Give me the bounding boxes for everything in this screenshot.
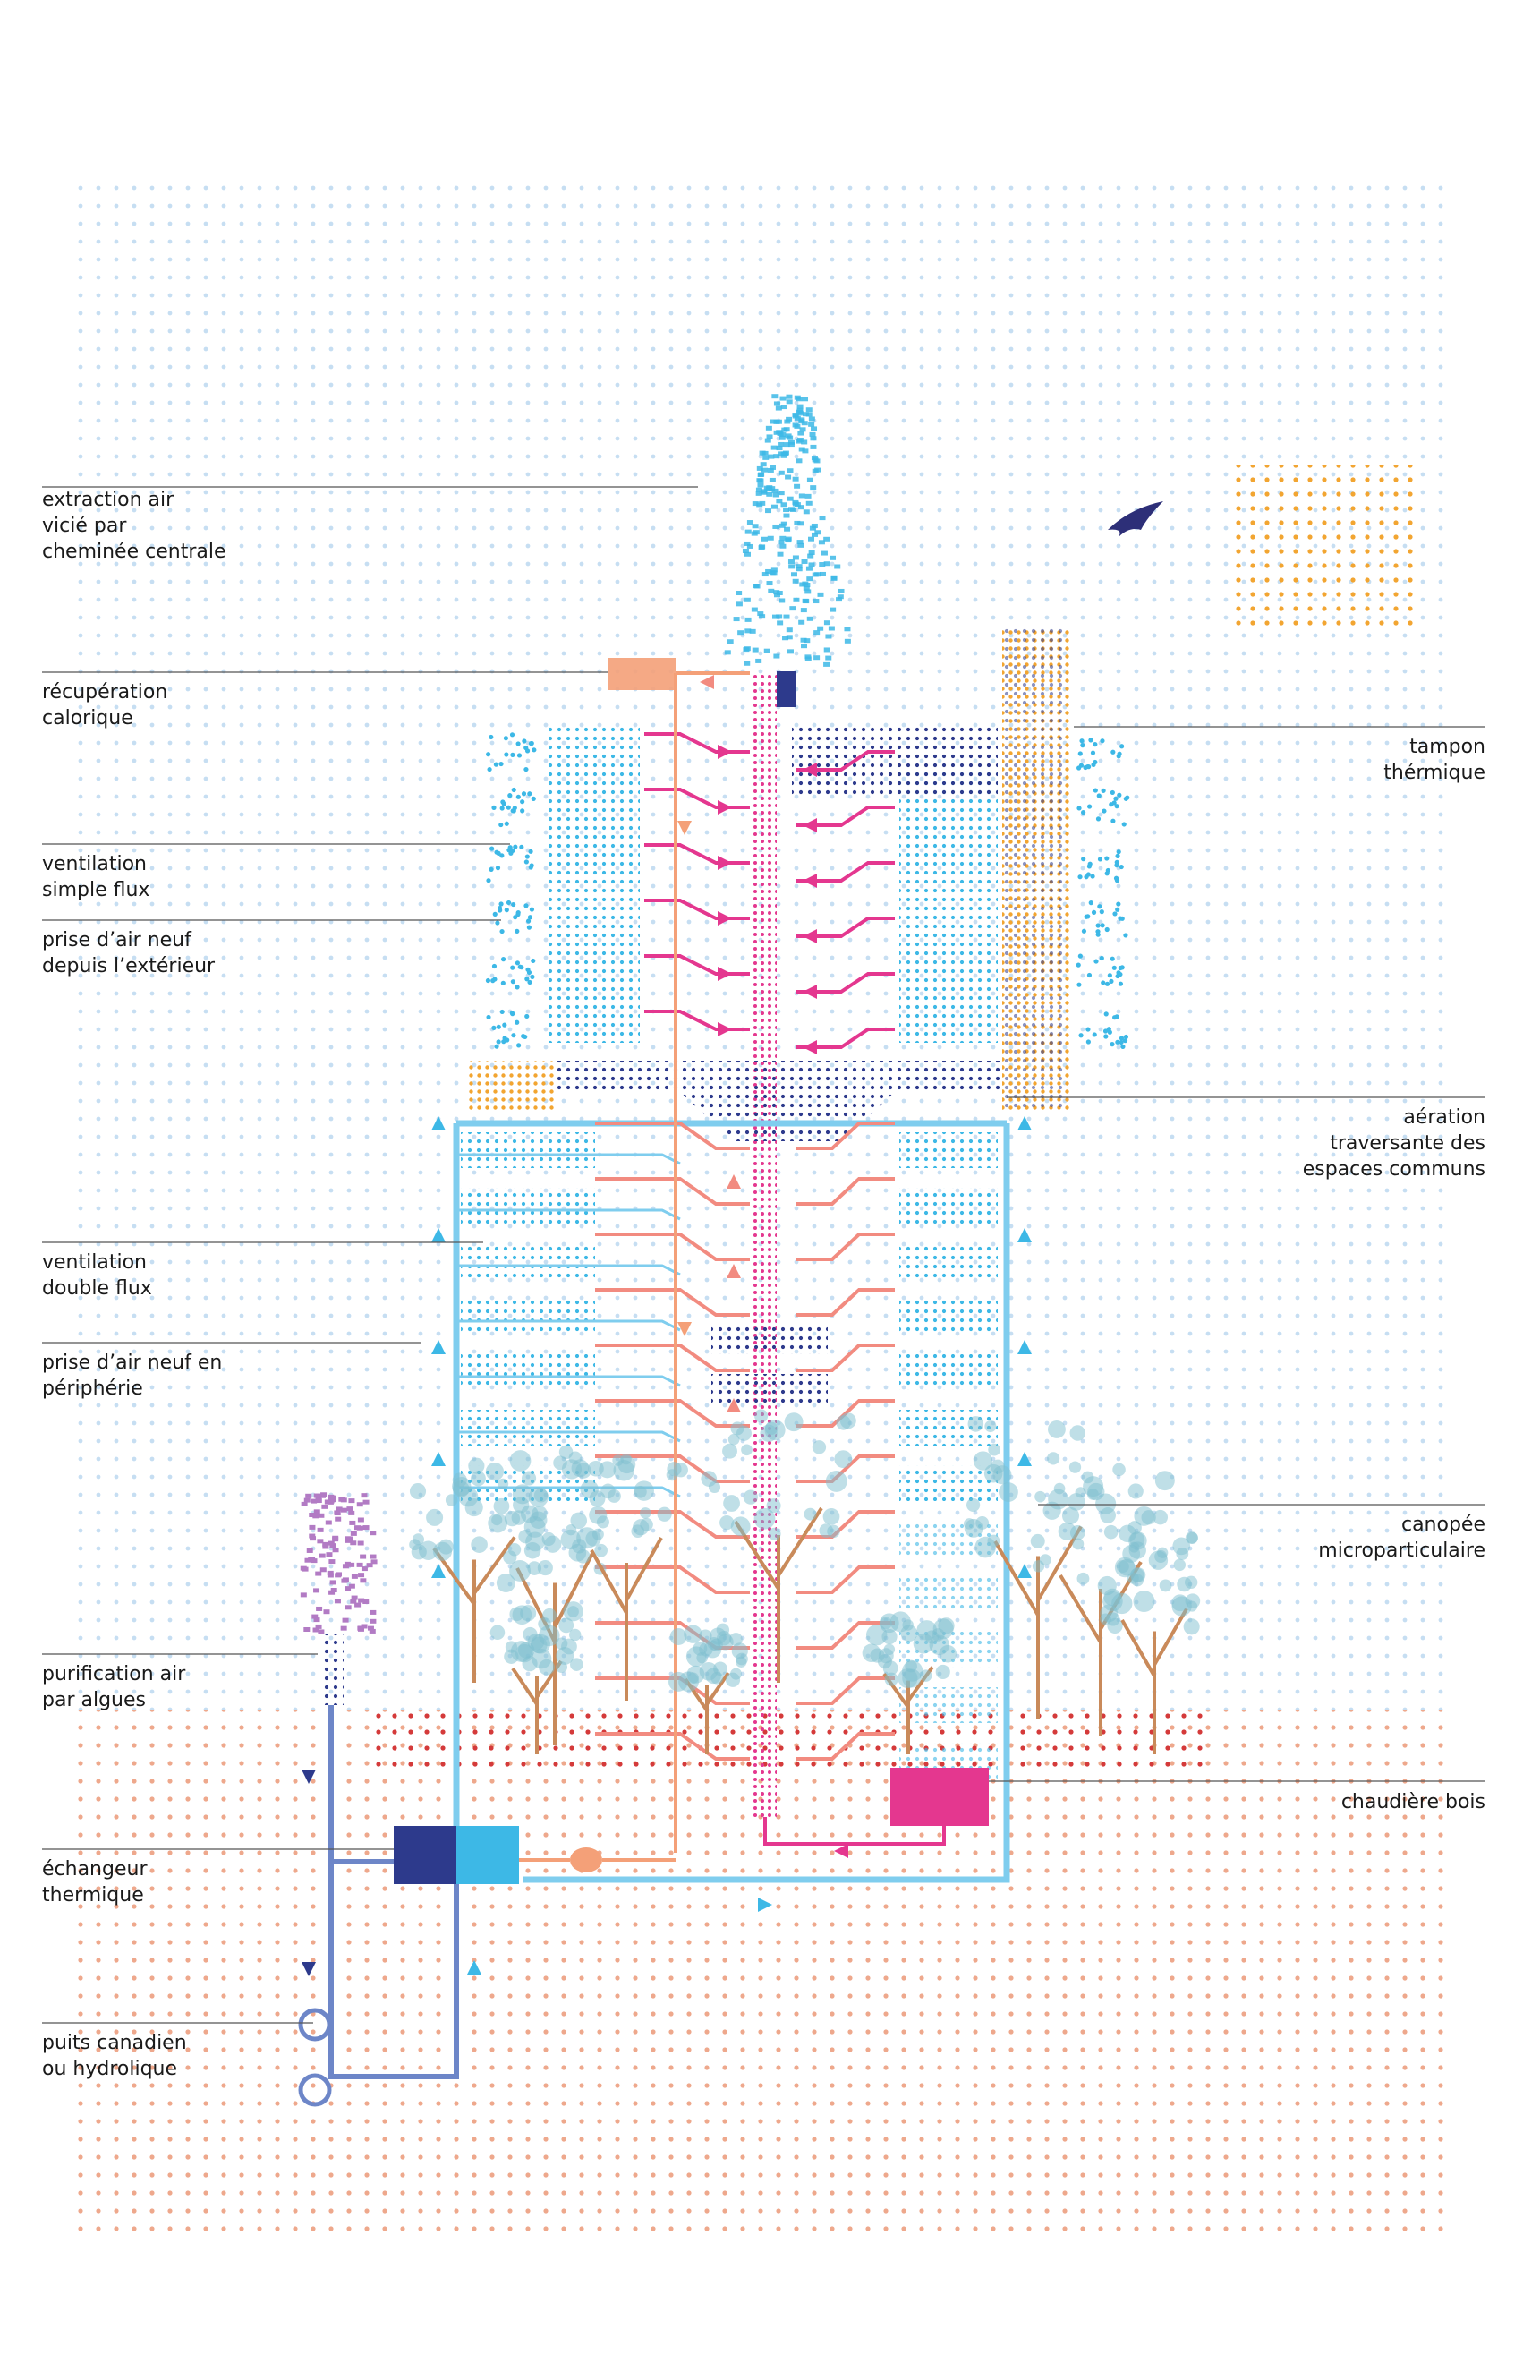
chaudiere-bois [890, 1768, 989, 1826]
label-extraction: extraction air vicié par cheminée centra… [42, 487, 226, 565]
echangeur-navy [394, 1826, 456, 1884]
simple-flux-right-floors [899, 770, 998, 1043]
red-dot-band [376, 1710, 1212, 1772]
simple-flux-left-floors [546, 725, 640, 1043]
label-prise-exterieur: prise d’air neuf depuis l’extérieur [42, 927, 215, 979]
sun-dots [1235, 465, 1418, 627]
echangeur-cyan [456, 1826, 519, 1884]
aeration-navy-band [555, 1061, 1002, 1092]
central-chimney [750, 671, 777, 1817]
label-tampon: tampon thérmique [1383, 734, 1485, 786]
double-flux-right-floor [899, 1132, 998, 1168]
core-navy-block [711, 1374, 828, 1405]
double-flux-right-floor [899, 1576, 998, 1612]
label-canopee: canopée microparticulaire [1318, 1512, 1485, 1564]
double-flux-right-floor [899, 1188, 998, 1224]
label-ventilation-simple: ventilation simple flux [42, 851, 149, 903]
double-flux-right-floor [899, 1354, 998, 1390]
heat-pump-icon [570, 1847, 602, 1872]
label-purification: purification air par algues [42, 1661, 185, 1713]
double-flux-left-floor [461, 1243, 595, 1279]
left-orange-buffer [465, 1061, 555, 1110]
double-flux-right-floor [899, 1243, 998, 1279]
label-aeration: aération traversante des espaces communs [1303, 1105, 1485, 1182]
algae-column [320, 1634, 344, 1705]
double-flux-right-floor [899, 1465, 998, 1501]
tampon-thermique-navy [1004, 627, 1068, 1110]
label-ventilation-double: ventilation double flux [42, 1250, 152, 1301]
double-flux-right-floor [899, 1410, 998, 1446]
double-flux-left-floor [461, 1299, 595, 1335]
label-prise-peripherie: prise d’air neuf en périphérie [42, 1350, 222, 1402]
label-puits: puits canadien ou hydrolique [42, 2030, 187, 2082]
double-flux-left-floor [461, 1132, 595, 1168]
core-navy-block [711, 1323, 828, 1354]
double-flux-left-floor [461, 1188, 595, 1224]
double-flux-right-floor [899, 1299, 998, 1335]
label-echangeur: échangeur thermique [42, 1856, 148, 1908]
navy-top-band [792, 725, 998, 797]
double-flux-left-floor [461, 1410, 595, 1446]
label-recuperation: récupération calorique [42, 679, 167, 731]
chimney-cap [777, 671, 796, 707]
double-flux-left-floor [461, 1354, 595, 1390]
recuperation-calorique-box [608, 658, 676, 690]
label-chaudiere: chaudière bois [1341, 1789, 1485, 1815]
